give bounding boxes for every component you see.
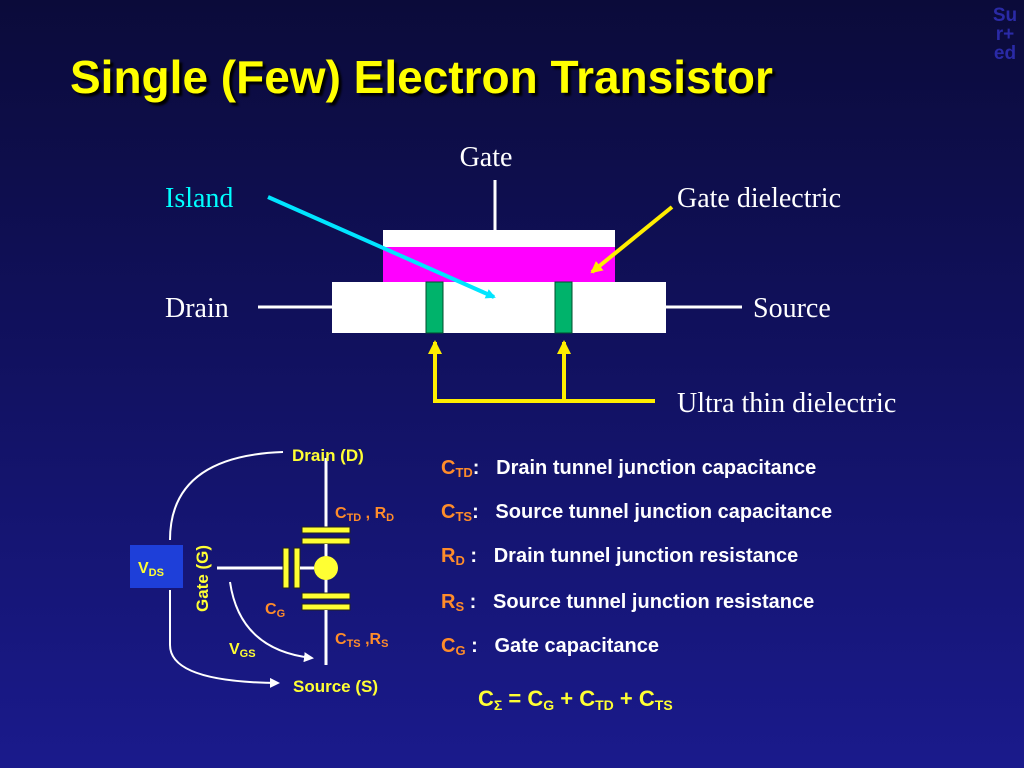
source-tunnel-barrier: [554, 281, 573, 334]
gate-dielectric-arrow: [590, 205, 674, 274]
source-label: Source: [753, 293, 831, 324]
cg-plate-left: [282, 547, 290, 589]
cg-label: CG: [265, 601, 285, 620]
island-node: [314, 556, 338, 580]
watermark-logo: Sur+ed: [992, 5, 1018, 64]
total-capacitance-formula: CΣ = CG + CTD + CTS: [478, 686, 673, 713]
vgs-label: VGS: [229, 641, 256, 660]
vds-bracket-wire: [169, 451, 283, 683]
ctd-plate-bottom: [301, 537, 351, 545]
cts-rs-label: CTS ,RS: [335, 631, 388, 650]
cts-plate-top: [301, 592, 351, 600]
gate-dielectric-label: Gate dielectric: [677, 183, 841, 214]
cts-plate-bottom: [301, 603, 351, 611]
drain-tunnel-barrier: [425, 281, 444, 334]
vgs-arrow: [229, 581, 314, 663]
equivalent-circuit: Drain (D) Source (S) Gate (G) CTD , RD C…: [130, 446, 394, 696]
circuit-gate-label: Gate (G): [193, 545, 212, 612]
cg-plate-right: [293, 547, 301, 589]
definition-ctd: CTD: Drain tunnel junction capacitance: [441, 457, 816, 480]
source-barrier-arrowhead: [557, 340, 571, 354]
drain-barrier-arrowhead: [428, 340, 442, 354]
definition-rs: RS : Source tunnel junction resistance: [441, 591, 814, 614]
definition-list: CTD: Drain tunnel junction capacitance C…: [441, 457, 832, 658]
definition-rd: RD : Drain tunnel junction resistance: [441, 545, 798, 568]
channel-block: [332, 282, 666, 333]
definition-cts: CTS: Source tunnel junction capacitance: [441, 501, 832, 524]
circuit-drain-label: Drain (D): [292, 446, 364, 465]
drain-label: Drain: [165, 293, 229, 324]
vds-source-box: [130, 545, 183, 588]
definition-cg: CG : Gate capacitance: [441, 635, 659, 658]
gate-label: Gate: [460, 142, 513, 173]
island-label: Island: [165, 183, 233, 214]
ultra-thin-dielectric-label: Ultra thin dielectric: [677, 388, 896, 419]
vds-label: VDS: [138, 560, 164, 579]
ultra-thin-dielectric-pointer: [433, 342, 655, 403]
island-arrow: [267, 195, 496, 299]
ctd-rd-label: CTD , RD: [335, 505, 394, 524]
device-cross-section: Gate Island Gate dielectric Drain Source…: [165, 142, 896, 419]
slide-title: Single (Few) Electron Transistor: [70, 51, 773, 103]
circuit-source-label: Source (S): [293, 677, 378, 696]
gate-electrode: [383, 230, 615, 247]
ctd-plate-top: [301, 526, 351, 534]
